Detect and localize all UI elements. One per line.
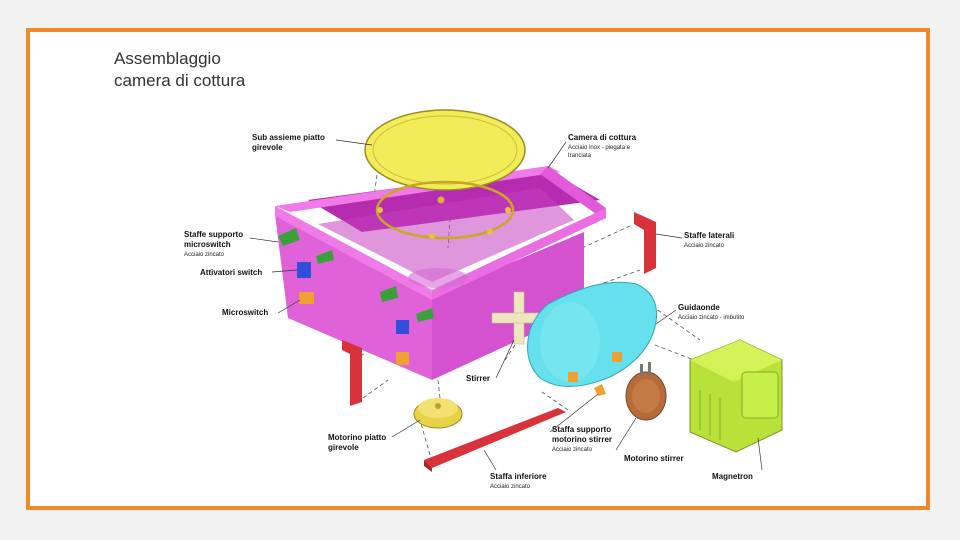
label-text: Acciaio zincato <box>684 243 725 249</box>
chamber-top-rim-right <box>540 166 606 214</box>
label-text: Staffe supporto <box>184 230 243 239</box>
chamber-front-face <box>275 214 432 380</box>
label-motorino-stirrer: Motorino stirrer <box>624 454 684 463</box>
label-stirrer: Stirrer <box>466 374 490 383</box>
green-bracket-3 <box>380 286 398 302</box>
label-text: Stirrer <box>466 374 490 383</box>
green-bracket-4 <box>416 308 434 322</box>
turntable-plate-rim <box>372 115 518 185</box>
switch-actuator-2 <box>396 320 409 334</box>
label-text: Acciaio inox - piegata e <box>568 145 631 151</box>
magnetron <box>689 339 783 453</box>
side-brackets <box>342 212 656 406</box>
label-text: Acciaio zincato - imbutito <box>678 315 745 321</box>
label-microswitch: Microswitch <box>222 308 268 317</box>
switch-actuator-1 <box>297 262 311 278</box>
green-bracket-1 <box>278 228 300 246</box>
label-text: Guidaonde <box>678 303 720 312</box>
label-camera-di-cottura: Camera di cottura Acciaio inox - piegata… <box>568 133 637 159</box>
chamber-top-rim-left <box>275 206 432 300</box>
label-text: microswitch <box>184 240 231 249</box>
turntable-hub <box>437 196 445 204</box>
microswitch-part-1 <box>299 292 314 304</box>
label-text: Staffe laterali <box>684 231 734 240</box>
microswitch-group <box>278 228 434 365</box>
roller-wheel-4 <box>487 229 493 235</box>
roller-wheel-1 <box>377 207 383 213</box>
bottom-bracket <box>424 408 566 468</box>
green-bracket-2 <box>316 250 334 264</box>
chamber-top-rim-front <box>432 208 606 300</box>
label-magnetron: Magnetron <box>712 472 753 481</box>
turntable-plate <box>364 109 526 191</box>
turntable-motor <box>413 398 463 429</box>
roller-wheel-2 <box>505 207 511 213</box>
label-text: Staffa supporto <box>552 425 611 434</box>
label-text: motorino stirrer <box>552 435 612 444</box>
bottom-bracket-lip <box>424 460 432 472</box>
label-sub-assieme: Sub assieme piatto girevole <box>252 133 325 152</box>
label-text: Microswitch <box>222 308 268 317</box>
label-text: Camera di cottura <box>568 133 637 142</box>
title-line-2: camera di cottura <box>114 71 246 90</box>
chamber-floor-hole <box>408 268 468 288</box>
side-bracket-left <box>342 340 362 406</box>
stirrer-motor <box>625 362 667 421</box>
title-line-1: Assemblaggio <box>114 49 221 68</box>
label-text: Acciaio zincato <box>490 484 531 490</box>
label-text: Motorino stirrer <box>624 454 684 463</box>
label-text: Staffa inferiore <box>490 472 547 481</box>
label-staffe-laterali: Staffe laterali Acciaio zincato <box>684 231 734 249</box>
label-text: Magnetron <box>712 472 753 481</box>
stirrer-motor-bracket <box>594 384 606 396</box>
label-attivatori-switch: Attivatori switch <box>200 268 262 277</box>
leader-lines <box>249 139 763 471</box>
label-staffa-supporto-stirrer: Staffa supporto motorino stirrer Acciaio… <box>552 425 612 453</box>
side-bracket-right <box>634 212 656 274</box>
cooking-chamber <box>275 166 606 380</box>
label-text: tranciata <box>568 153 592 159</box>
turntable-subassembly <box>364 109 526 240</box>
label-guidaonde: Guidaonde Acciaio zincato - imbutito <box>678 303 745 321</box>
label-motorino-piatto: Motorino piatto girevole <box>328 433 386 452</box>
label-text: Sub assieme piatto <box>252 133 325 142</box>
roller-wheel-3 <box>429 233 435 239</box>
label-text: Acciaio zincato <box>184 252 225 258</box>
label-text: girevole <box>328 443 359 452</box>
microswitch-part-2 <box>396 352 409 365</box>
waveguide <box>527 281 658 387</box>
chamber-right-face <box>432 232 584 380</box>
label-staffa-inferiore: Staffa inferiore Acciaio zincato <box>490 472 547 490</box>
label-text: Motorino piatto <box>328 433 386 442</box>
slide-title: Assemblaggio camera di cottura <box>114 48 245 92</box>
label-text: Attivatori switch <box>200 268 262 277</box>
label-text: girevole <box>252 143 283 152</box>
label-staffe-supporto-microswitch: Staffe supporto microswitch Acciaio zinc… <box>184 230 243 258</box>
label-text: Acciaio zincato <box>552 447 593 453</box>
